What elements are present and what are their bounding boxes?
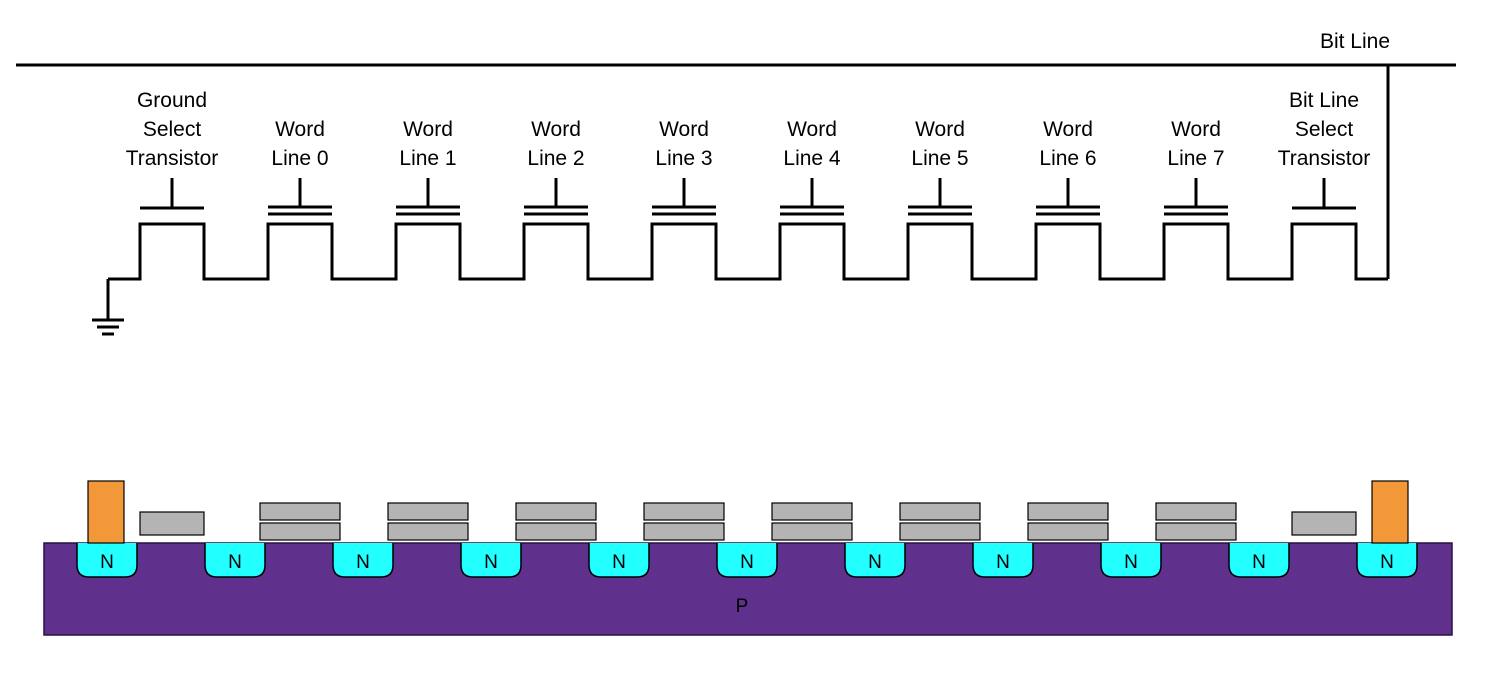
control-gate bbox=[515, 502, 597, 521]
n-diffusion-label: N bbox=[868, 552, 882, 573]
gate-label-line: Word bbox=[1043, 118, 1093, 141]
control-gate bbox=[387, 502, 469, 521]
floating-gate bbox=[771, 522, 853, 541]
n-diffusion: N bbox=[1356, 543, 1418, 578]
ground-select-gate bbox=[139, 511, 205, 536]
n-diffusion: N bbox=[204, 543, 266, 578]
gate-label-line: Line 5 bbox=[911, 147, 968, 170]
n-diffusion-label: N bbox=[100, 552, 114, 573]
gate-label-line: Word bbox=[403, 118, 453, 141]
memory-cell-gate-stack bbox=[387, 502, 469, 541]
source-contact bbox=[87, 480, 125, 544]
gate-label-line: Transistor bbox=[126, 147, 219, 170]
control-gate bbox=[1155, 502, 1237, 521]
n-diffusion-label: N bbox=[1380, 552, 1394, 573]
gate-label-line: Line 7 bbox=[1167, 147, 1224, 170]
floating-gate bbox=[515, 522, 597, 541]
memory-cell-gate-stack bbox=[515, 502, 597, 541]
gate-label-line: Word bbox=[787, 118, 837, 141]
n-diffusion: N bbox=[844, 543, 906, 578]
nand-string-channel bbox=[108, 222, 1388, 281]
bit-line-select-gate bbox=[1291, 511, 1357, 536]
gate-label-line: Bit Line bbox=[1289, 89, 1359, 112]
floating-gate bbox=[259, 522, 341, 541]
memory-cell-gate-stack bbox=[1155, 502, 1237, 541]
n-diffusion: N bbox=[588, 543, 650, 578]
floating-gate bbox=[387, 522, 469, 541]
gate-label-line: Word bbox=[659, 118, 709, 141]
floating-gate bbox=[643, 522, 725, 541]
n-diffusion-label: N bbox=[484, 552, 498, 573]
n-diffusion-label: N bbox=[1124, 552, 1138, 573]
memory-cell-gate-stack bbox=[771, 502, 853, 541]
gate-label-line: Line 1 bbox=[399, 147, 456, 170]
n-diffusion-label: N bbox=[1252, 552, 1266, 573]
nand-string-cross-section: P N N N N N N N N N N N bbox=[43, 480, 1453, 636]
memory-cell-gate-stack bbox=[899, 502, 981, 541]
control-gate bbox=[771, 502, 853, 521]
n-diffusion-label: N bbox=[228, 552, 242, 573]
gate-label-line: Line 3 bbox=[655, 147, 712, 170]
gate-label-line: Word bbox=[531, 118, 581, 141]
memory-cell-gate-stack bbox=[643, 502, 725, 541]
gate-label-line: Line 4 bbox=[783, 147, 841, 170]
n-diffusion: N bbox=[332, 543, 394, 578]
gate-label-line: Select bbox=[1295, 118, 1354, 141]
gate-label-line: Transistor bbox=[1278, 147, 1371, 170]
bit-line-label: Bit Line bbox=[1320, 30, 1390, 53]
n-diffusion-label: N bbox=[356, 552, 370, 573]
p-substrate-label: P bbox=[736, 596, 749, 617]
gate-label-line: Line 6 bbox=[1039, 147, 1096, 170]
gate-label-line: Select bbox=[143, 118, 202, 141]
n-diffusion-label: N bbox=[740, 552, 754, 573]
n-diffusion: N bbox=[972, 543, 1034, 578]
gate-label-line: Word bbox=[915, 118, 965, 141]
control-gate bbox=[1027, 502, 1109, 521]
n-diffusion: N bbox=[716, 543, 778, 578]
drain-contact bbox=[1371, 480, 1409, 544]
n-diffusion-label: N bbox=[612, 552, 626, 573]
gate-label-line: Word bbox=[1171, 118, 1221, 141]
floating-gate bbox=[899, 522, 981, 541]
n-diffusion: N bbox=[76, 543, 138, 578]
gate-label-line: Line 2 bbox=[527, 147, 584, 170]
floating-gate bbox=[1155, 522, 1237, 541]
n-diffusion: N bbox=[1228, 543, 1290, 578]
ground-icon bbox=[92, 318, 124, 336]
floating-gate bbox=[1027, 522, 1109, 541]
gate-label-line: Ground bbox=[137, 89, 207, 112]
memory-cell-gate-stack bbox=[259, 502, 341, 541]
control-gate bbox=[643, 502, 725, 521]
gate-label-line: Line 0 bbox=[271, 147, 328, 170]
n-diffusion-label: N bbox=[996, 552, 1010, 573]
gate-label-line: Word bbox=[275, 118, 325, 141]
n-diffusion: N bbox=[1100, 543, 1162, 578]
n-diffusion: N bbox=[460, 543, 522, 578]
control-gate bbox=[899, 502, 981, 521]
memory-cell-gate-stack bbox=[1027, 502, 1109, 541]
control-gate bbox=[259, 502, 341, 521]
